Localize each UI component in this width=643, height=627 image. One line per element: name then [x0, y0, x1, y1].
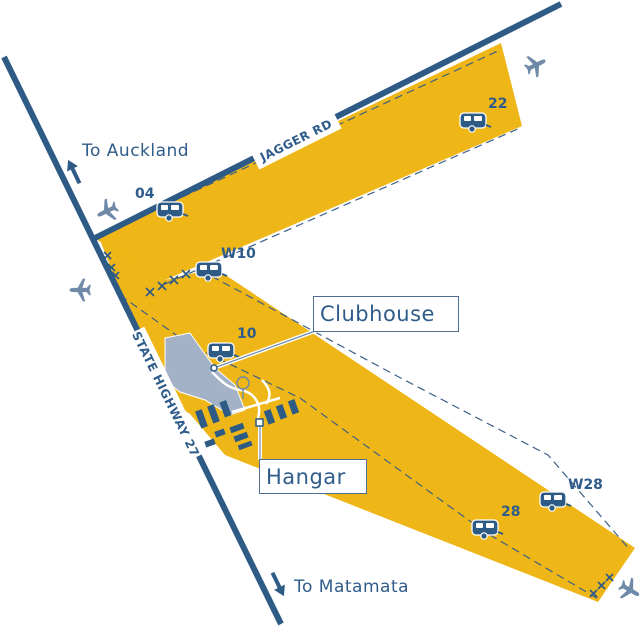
hangar-buildings [195, 399, 300, 451]
apron-area [164, 332, 246, 416]
runway-04-22 [94, 43, 522, 280]
runway-end-28-label: 28 [501, 504, 520, 520]
airplane-icon [69, 278, 91, 302]
direction-north-label: To Auckland [81, 141, 189, 161]
windsock-icon [236, 376, 250, 399]
runway-10-28 [100, 240, 635, 602]
runway-markings [99, 49, 631, 601]
service-roads [211, 371, 281, 419]
airplane-icon [521, 50, 551, 81]
clubhouse-marker [210, 364, 218, 372]
hangar-marker [255, 418, 264, 427]
direction-arrow-icon [67, 159, 82, 185]
airplane-icon [92, 195, 122, 226]
direction-south-label: To Matamata [293, 577, 409, 597]
clubhouse-callout: Clubhouse [313, 296, 459, 332]
direction-arrow-icon [270, 571, 285, 597]
runway-end-04-label: 04 [135, 186, 155, 202]
runway-end-w28-label: W28 [568, 477, 603, 493]
airplane-icon [614, 574, 643, 606]
hangar-callout: Hangar [259, 459, 367, 494]
threshold-markers [103, 251, 614, 598]
runway-end-w10-label: W10 [221, 246, 256, 262]
runway-end-22-label: 22 [488, 96, 507, 112]
runway-end-10-label: 10 [237, 326, 257, 342]
